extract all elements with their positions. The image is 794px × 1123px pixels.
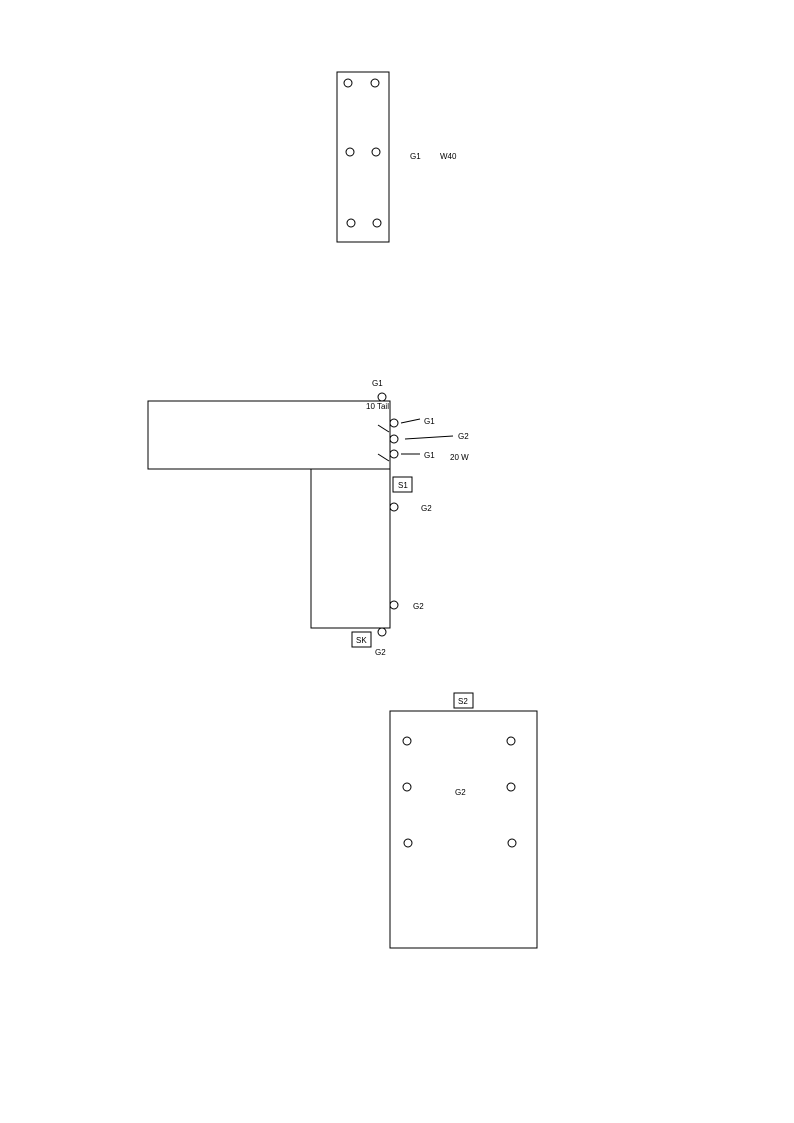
hole xyxy=(389,434,399,444)
label-g2: G2 xyxy=(455,788,466,797)
sk-tag xyxy=(351,631,372,648)
label-s1: S1 xyxy=(398,481,408,490)
top-plate-outline xyxy=(336,71,390,243)
hole xyxy=(403,838,413,848)
label-20w: 20 W xyxy=(450,453,469,462)
hole xyxy=(377,627,387,637)
hole xyxy=(377,392,387,402)
hole xyxy=(506,782,516,792)
weld-mark xyxy=(377,453,390,462)
hole xyxy=(507,838,517,848)
hole xyxy=(345,147,355,157)
top-plate: G1 W40 xyxy=(336,71,457,243)
label-g1: G1 xyxy=(424,417,435,426)
hole xyxy=(402,736,412,746)
horizontal-member xyxy=(147,400,391,470)
hole xyxy=(343,78,353,88)
hole xyxy=(370,78,380,88)
label-10-tail: 10 Tail xyxy=(366,402,389,411)
label-s2: S2 xyxy=(458,697,468,706)
hole xyxy=(389,418,399,428)
label-g1-top: G1 xyxy=(372,379,383,388)
label-g2: G2 xyxy=(421,504,432,513)
hole xyxy=(402,782,412,792)
hole xyxy=(389,449,399,459)
hole xyxy=(372,218,382,228)
label-g2: G2 xyxy=(413,602,424,611)
label-g1: G1 xyxy=(424,451,435,460)
bottom-plate: S2 G2 xyxy=(389,692,538,949)
label-g2: G2 xyxy=(375,648,386,657)
label-g2: G2 xyxy=(458,432,469,441)
hole xyxy=(389,600,399,610)
l-shape-assembly: G1 10 Tail G1 G2 G1 20 W S1 G2 G2 SK G2 xyxy=(147,379,469,657)
leader-line xyxy=(400,418,421,424)
label-w40: W40 xyxy=(440,152,457,161)
vertical-member xyxy=(310,468,391,629)
label-sk: SK xyxy=(356,636,367,645)
s2-tag xyxy=(453,692,474,709)
hole xyxy=(346,218,356,228)
weld-mark xyxy=(377,424,390,433)
s1-tag xyxy=(392,476,413,493)
hole xyxy=(389,502,399,512)
label-g1: G1 xyxy=(410,152,421,161)
leader-line xyxy=(404,435,454,440)
hole xyxy=(371,147,381,157)
hole xyxy=(506,736,516,746)
bottom-plate-outline xyxy=(389,710,538,949)
